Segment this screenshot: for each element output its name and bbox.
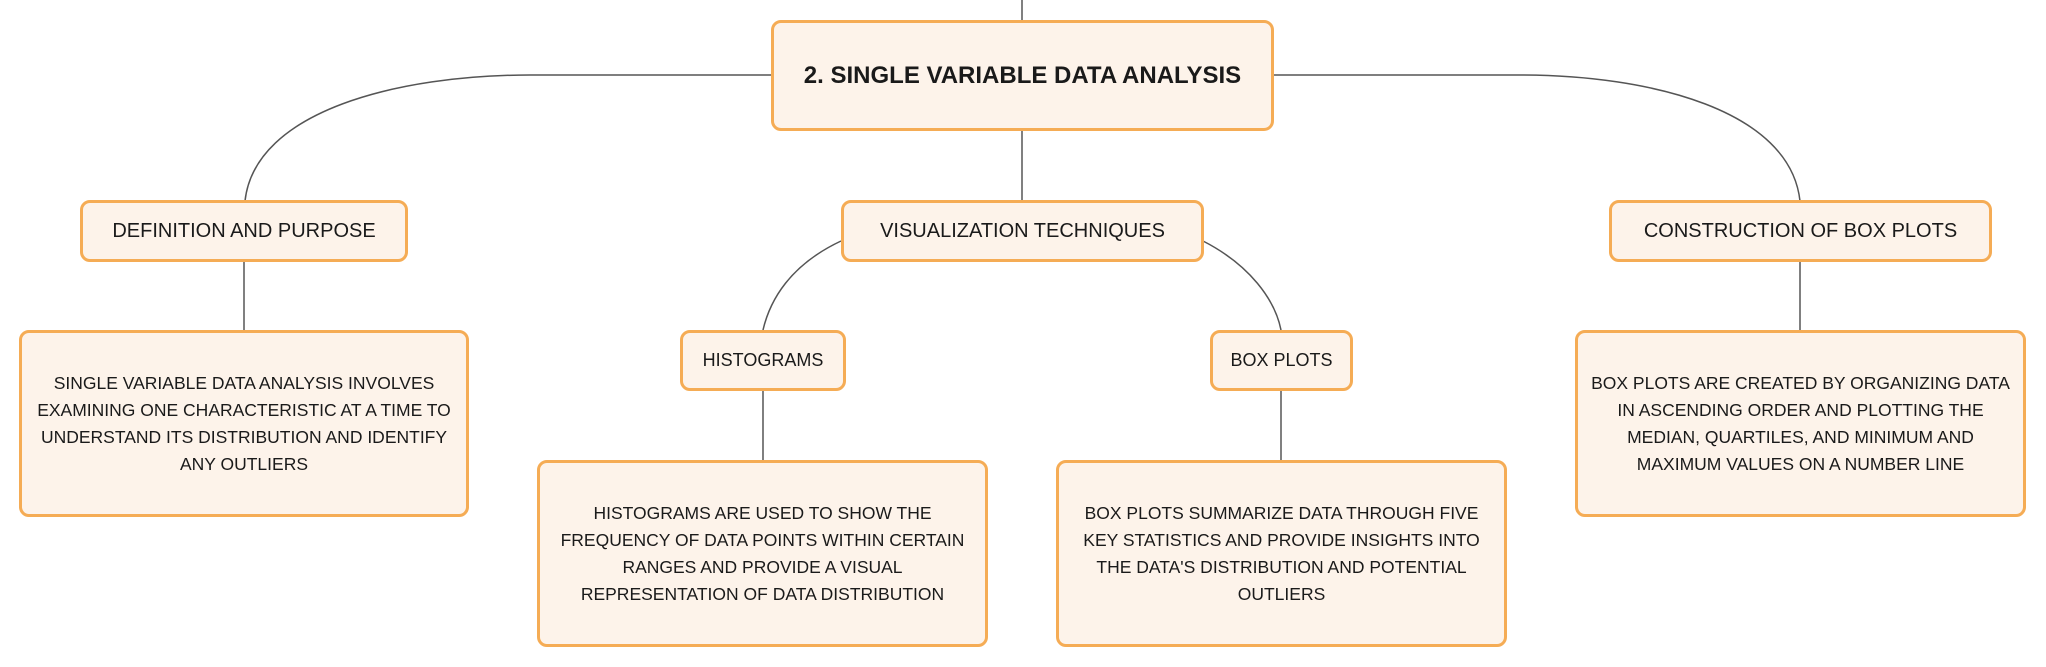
box-plots-description-text: Box plots summarize data through five ke…: [1083, 502, 1480, 604]
construction-node[interactable]: Construction of Box Plots: [1609, 200, 1992, 262]
visualization-node-label: Visualization Techniques: [880, 219, 1165, 242]
root-node-label: 2. Single Variable Data Analysis: [803, 61, 1242, 89]
definition-node-label: Definition and Purpose: [112, 219, 376, 242]
box-plots-node-label: Box Plots: [1230, 350, 1333, 370]
construction-node-label: Construction of Box Plots: [1643, 219, 1958, 242]
construction-description-text: Box plots are created by organizing data…: [1591, 372, 2010, 474]
histograms-description-text: Histograms are used to show the frequenc…: [560, 502, 965, 604]
definition-description-text: Single variable data analysis involves e…: [37, 372, 451, 474]
histograms-node-label: Histograms: [702, 350, 824, 370]
definition-node[interactable]: Definition and Purpose: [80, 200, 408, 262]
box-plots-description-node[interactable]: Box plots summarize data through five ke…: [1056, 460, 1507, 647]
connector-root-construction: [1274, 74, 1801, 202]
connector-visualization-histograms: [762, 240, 842, 331]
construction-description-node[interactable]: Box plots are created by organizing data…: [1575, 330, 2026, 517]
root-node[interactable]: 2. Single Variable Data Analysis: [771, 20, 1274, 131]
visualization-node[interactable]: Visualization Techniques: [841, 200, 1204, 262]
connector-root-definition: [244, 74, 772, 202]
box-plots-node[interactable]: Box Plots: [1210, 330, 1353, 391]
histograms-description-node[interactable]: Histograms are used to show the frequenc…: [537, 460, 988, 647]
definition-description-node[interactable]: Single variable data analysis involves e…: [19, 330, 469, 517]
histograms-node[interactable]: Histograms: [680, 330, 846, 391]
connector-visualization-boxplots: [1202, 240, 1282, 331]
